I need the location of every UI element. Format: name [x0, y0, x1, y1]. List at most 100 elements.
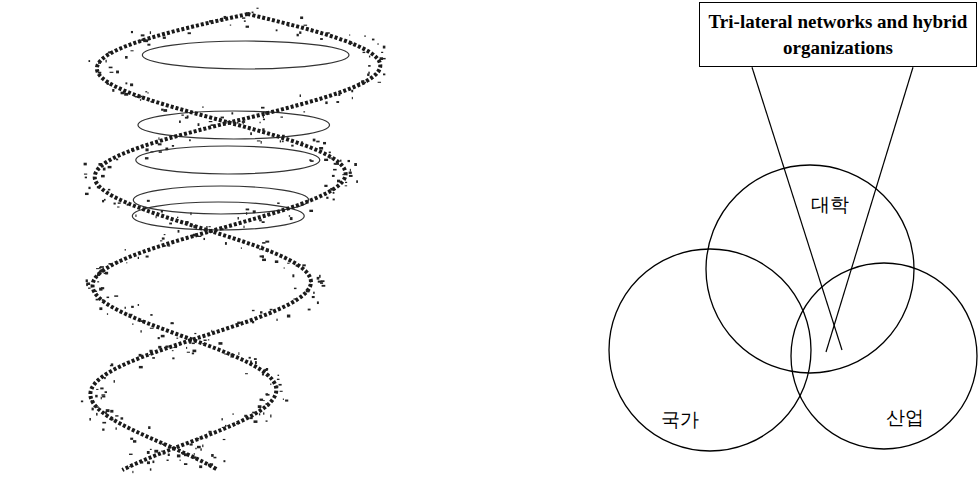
helix-speckle [102, 200, 104, 202]
helix-speckle [345, 185, 347, 186]
helix-speckle [104, 199, 106, 201]
helix-speckle [114, 295, 118, 296]
helix-speckle [351, 90, 353, 92]
helix-speckle [163, 109, 167, 112]
helix-speckle [140, 330, 141, 332]
helix-speckle [106, 273, 107, 274]
helix-speckle [102, 428, 104, 430]
helix-speckle [202, 445, 203, 448]
helix-speckle [107, 297, 110, 299]
helix-speckle [147, 92, 148, 94]
helix-speckle [145, 91, 147, 92]
helix-speckle [236, 423, 238, 424]
helix-speckle [147, 44, 150, 46]
helix-speckle [208, 339, 209, 340]
helix-speckle [244, 20, 246, 22]
helix-speckle [266, 368, 268, 370]
helix-speckle [266, 393, 268, 395]
helix-speckle [383, 46, 386, 49]
helix-speckle [152, 461, 154, 464]
helix-speckle [108, 166, 112, 168]
helix-speckle [167, 460, 169, 461]
helix-speckle [284, 267, 285, 268]
helix-speckle [257, 140, 261, 141]
helix-speckle [192, 343, 195, 344]
helix-speckle [178, 230, 180, 233]
helix-speckle [158, 346, 161, 349]
helix-speckle [196, 438, 199, 440]
helix-speckle [107, 313, 108, 315]
helix-speckle [176, 338, 178, 339]
helix-speckle [266, 420, 268, 421]
helix-speckle [297, 34, 299, 37]
helix-speckle [193, 234, 197, 237]
helix-speckle [162, 237, 165, 239]
helix-speckle [264, 369, 267, 371]
helix-speckle [164, 234, 166, 235]
helix-speckle [81, 400, 83, 402]
helix-speckle [348, 160, 350, 162]
helix-speckle [163, 453, 165, 454]
helix-speckle [333, 192, 335, 194]
helix-speckle [131, 306, 134, 308]
helix-speckle [161, 210, 163, 212]
helix-speckle [102, 396, 105, 398]
helix-speckle [326, 32, 330, 33]
helix-speckle [118, 202, 121, 203]
helix-speckle [267, 213, 269, 215]
helix-speckle [250, 360, 252, 363]
helix-speckle [199, 465, 202, 468]
helix-speckle [204, 229, 208, 231]
helix-speckle [125, 307, 126, 309]
helix-speckle [200, 448, 201, 450]
helix-speckle [364, 82, 366, 83]
helix-speckle [105, 391, 107, 393]
helix-speckle [224, 16, 227, 19]
helix-speckle [125, 56, 128, 59]
helix-speckle [329, 157, 332, 158]
helix-speckle [308, 309, 311, 311]
helix-speckle [276, 386, 278, 387]
helix-speckle [383, 73, 385, 75]
helix-speckle [163, 37, 166, 39]
helix-speckle [108, 263, 111, 265]
helix-speckle [211, 454, 214, 457]
helix-speckle [131, 31, 133, 33]
helix-speckle [337, 180, 340, 183]
helix-speckle [108, 51, 111, 53]
helix-speckle [356, 180, 358, 183]
helix-speckle [309, 210, 313, 212]
helix-speckle [245, 373, 248, 374]
helix-speckle [172, 350, 174, 351]
helix-speckle [381, 52, 383, 53]
helix-speckle [287, 25, 289, 26]
helix-speckle [111, 363, 113, 365]
helix-speckle [110, 72, 114, 73]
helix-speckle [98, 62, 101, 64]
helix-speckle [246, 26, 249, 28]
helix-speckle [188, 32, 191, 34]
helix-speckle [116, 71, 119, 74]
helix-strand [90, 14, 380, 470]
helix-speckle [262, 259, 266, 261]
helix-speckle [368, 72, 369, 74]
helix-speckle [259, 248, 260, 250]
helix-speckle [135, 96, 137, 97]
helix-speckle [258, 405, 262, 408]
helix-speckle [145, 148, 148, 151]
helix-speckle [104, 377, 106, 379]
helix-speckle [86, 279, 88, 282]
helix-speckle [141, 39, 143, 41]
helix-speckle [192, 350, 196, 353]
helix-speckle [263, 400, 264, 401]
helix-speckle [206, 437, 208, 438]
helix-speckle [262, 128, 264, 131]
helix-speckle [224, 354, 227, 355]
helix-speckle [316, 141, 319, 143]
helix-speckle [349, 42, 352, 44]
helix-speckle [249, 357, 251, 359]
helix-speckle [171, 322, 174, 323]
helix-speckle [378, 43, 379, 45]
helix-speckle [161, 109, 163, 111]
helix-speckle [177, 217, 178, 218]
